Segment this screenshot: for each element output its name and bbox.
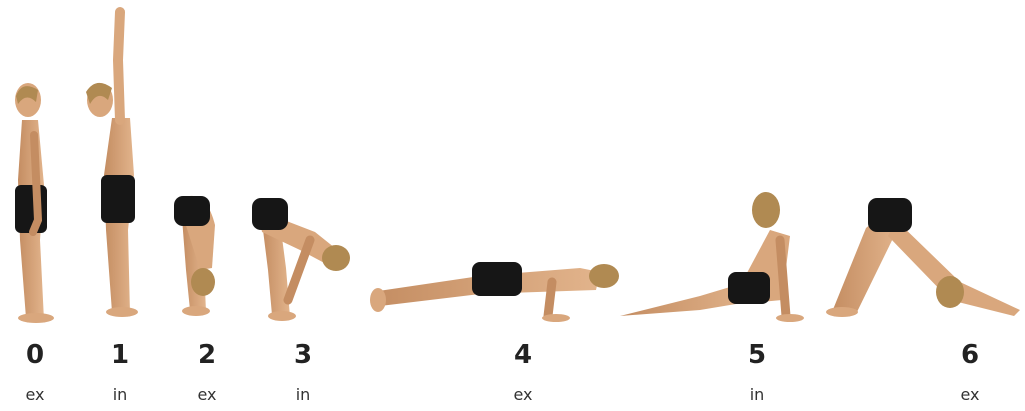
step-number-1: 1 [100,340,140,370]
step-number-4: 4 [503,340,543,370]
breath-label-3: in [283,385,323,404]
step-number-6: 6 [950,340,990,370]
step-number-5: 5 [737,340,777,370]
pose-1-arms-raised-figure [86,12,138,317]
breath-label-5: in [737,385,777,404]
breath-label-4: ex [503,385,543,404]
step-number-2: 2 [187,340,227,370]
breath-label-2: ex [187,385,227,404]
pose-6-downward-dog-figure [826,198,1020,317]
step-number-3: 3 [283,340,323,370]
step-number-0: 0 [15,340,55,370]
pose-5-upward-dog-figure [620,192,804,322]
pose-4-low-plank-figure [370,262,619,322]
pose-2-forward-fold-figure [174,196,215,316]
pose-3-half-lift-figure [252,198,350,321]
breath-label-6: ex [950,385,990,404]
breath-label-1: in [100,385,140,404]
pose-0-standing-figure [15,83,54,323]
breath-label-0: ex [15,385,55,404]
